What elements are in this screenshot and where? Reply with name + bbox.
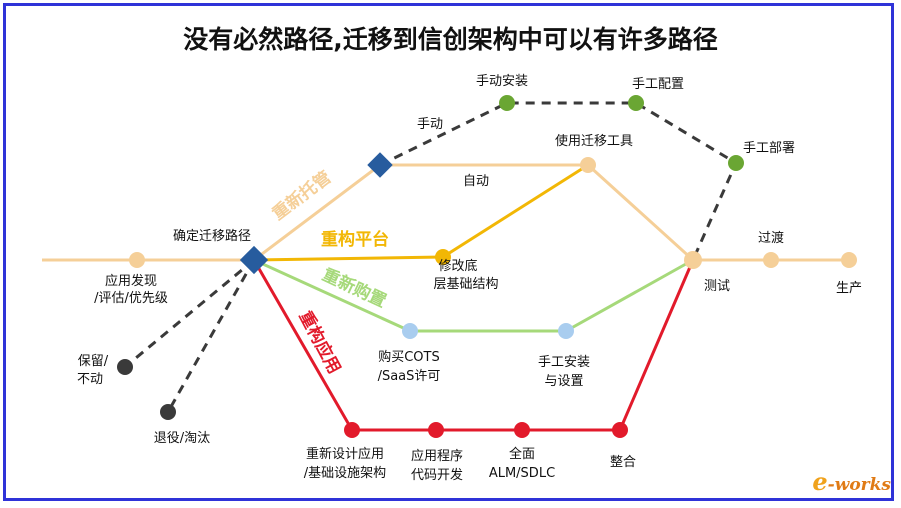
label-manual-deploy: 手工部署 <box>743 141 795 156</box>
retain-path <box>124 258 255 369</box>
label-redesign-2: /基础设施架构 <box>304 466 386 481</box>
edge-manual-label: 手动 <box>417 117 443 132</box>
page-frame <box>3 3 894 501</box>
label-integrate: 整合 <box>610 455 636 470</box>
route-rehost-label: 重新托管 <box>268 167 335 225</box>
node-integrate <box>612 422 628 438</box>
retire-path <box>166 259 256 413</box>
route-replatform-label: 重构平台 <box>321 229 389 250</box>
repurchase-path <box>253 258 694 333</box>
node-setup <box>558 323 574 339</box>
node-production <box>841 252 857 268</box>
node-retire <box>160 404 176 420</box>
label-test: 测试 <box>704 279 730 294</box>
rehost-path <box>253 163 695 262</box>
eworks-logo: e-works <box>812 467 891 496</box>
label-dev-1: 应用程序 <box>411 448 463 464</box>
refactor-path <box>252 259 695 432</box>
logo-e: e <box>812 467 828 496</box>
label-decide: 确定迁移路径 <box>173 228 251 244</box>
node-modify-infra <box>435 249 451 265</box>
label-dev-2: 代码开发 <box>411 467 463 483</box>
node-alm <box>514 422 530 438</box>
label-setup-1: 手工安装 <box>538 355 590 370</box>
logo-text: -works <box>827 475 891 495</box>
node-migration-tool <box>580 157 596 173</box>
node-cots <box>402 323 418 339</box>
label-setup-2: 与设置 <box>544 374 583 389</box>
label-migration-tool: 使用迁移工具 <box>555 133 633 149</box>
label-manual-install: 手动安装 <box>476 74 528 89</box>
node-dev <box>428 422 444 438</box>
edge-auto-label: 自动 <box>463 174 489 189</box>
replatform-path <box>253 163 589 262</box>
decision-diamond <box>239 245 269 275</box>
node-manual-config <box>628 95 644 111</box>
label-discover-2: /评估/优先级 <box>94 291 168 306</box>
label-redesign-1: 重新设计应用 <box>306 446 384 462</box>
label-retain-1: 保留/ <box>78 354 109 369</box>
label-alm-2: ALM/SDLC <box>489 466 555 481</box>
label-manual-config: 手工配置 <box>632 77 684 92</box>
manual-diamond <box>367 152 393 178</box>
label-retain-2: 不动 <box>77 372 103 387</box>
diagram-title: 没有必然路径,迁移到信创架构中可以有许多路径 <box>183 25 718 54</box>
label-production: 生产 <box>836 281 862 296</box>
manual-path <box>379 101 738 261</box>
node-transition <box>763 252 779 268</box>
label-cots-1: 购买COTS <box>378 349 440 365</box>
label-alm-1: 全面 <box>509 446 535 462</box>
node-retain <box>117 359 133 375</box>
node-manual-install <box>499 95 515 111</box>
label-discover-1: 应用发现 <box>105 273 157 289</box>
node-discover <box>129 252 145 268</box>
label-modify-2: 层基础结构 <box>433 277 498 292</box>
label-retire: 退役/淘汰 <box>154 431 210 446</box>
node-manual-deploy <box>728 155 744 171</box>
label-transition: 过渡 <box>758 230 784 246</box>
label-modify-1: 修改底 <box>438 258 477 274</box>
node-redesign <box>344 422 360 438</box>
label-cots-2: /SaaS许可 <box>378 369 441 384</box>
node-test <box>684 251 702 269</box>
